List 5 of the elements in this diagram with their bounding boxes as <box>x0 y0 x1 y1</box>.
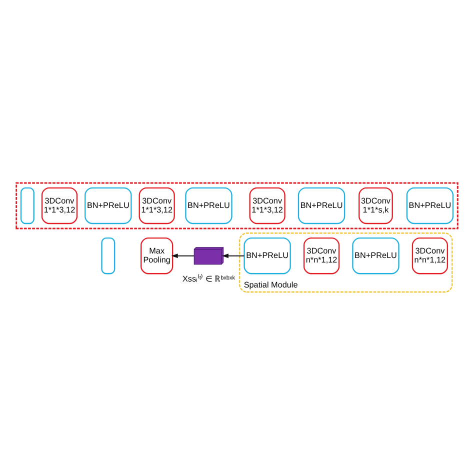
node-box <box>20 186 34 224</box>
arrow <box>222 253 245 258</box>
arrow <box>171 253 194 258</box>
node-box <box>101 237 116 274</box>
cluster <box>16 182 458 229</box>
